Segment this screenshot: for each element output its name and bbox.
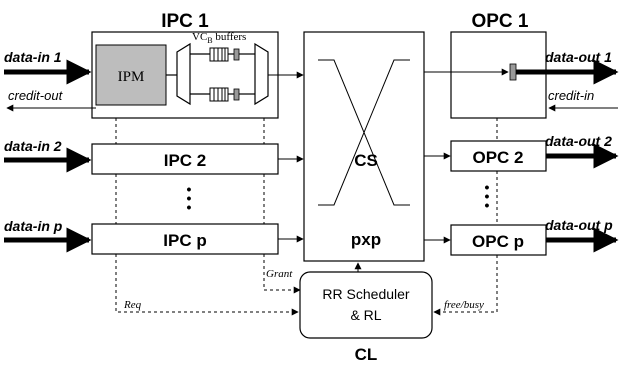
control-lines bbox=[115, 118, 498, 225]
scheduler-line1: RR Scheduler bbox=[322, 286, 409, 302]
data-out-p-label: data-out p bbox=[545, 217, 613, 233]
ipm-label: IPM bbox=[118, 69, 145, 85]
svg-text:•: • bbox=[187, 199, 192, 215]
free-busy-line bbox=[433, 255, 498, 316]
opc2-label: OPC 2 bbox=[472, 148, 523, 167]
crossbar-line-b bbox=[318, 59, 410, 206]
vc-buffers-label: VCB buffers bbox=[192, 31, 246, 45]
grant-label: Grant bbox=[266, 268, 293, 280]
data-in-p-label: data-in p bbox=[4, 218, 63, 234]
vc-buffer-bottom bbox=[190, 87, 255, 102]
svg-text:•: • bbox=[187, 181, 192, 197]
data-out-1-label: data-out 1 bbox=[545, 49, 612, 65]
opc-ellipsis: • • • bbox=[485, 179, 490, 213]
vc-buffer-top bbox=[190, 47, 255, 62]
scheduler-line2: & RL bbox=[350, 307, 381, 323]
svg-text:•: • bbox=[485, 188, 490, 204]
opcp-label: OPC p bbox=[472, 232, 524, 251]
crossbar-size: pxp bbox=[351, 230, 381, 249]
demux bbox=[176, 42, 191, 106]
opcp-box bbox=[450, 224, 547, 256]
credit-in-label: credit-in bbox=[548, 88, 594, 103]
req-label: Req bbox=[123, 299, 142, 311]
ipcp-label: IPC p bbox=[163, 231, 206, 250]
free-busy-label: free/busy bbox=[444, 299, 484, 311]
ipm-block bbox=[95, 44, 167, 106]
mux bbox=[254, 42, 269, 106]
data-out-2-label: data-out 2 bbox=[545, 133, 612, 149]
opc1-box bbox=[450, 31, 547, 119]
data-in-1-label: data-in 1 bbox=[4, 49, 62, 65]
scheduler-caption: CL bbox=[355, 345, 378, 364]
req-line bbox=[115, 254, 299, 316]
svg-text:•: • bbox=[485, 179, 490, 195]
grant-line bbox=[263, 254, 301, 294]
data-in-2-label: data-in 2 bbox=[4, 138, 62, 154]
opc1-title: OPC 1 bbox=[471, 11, 528, 32]
crossbar-name: CS bbox=[354, 151, 378, 170]
crossbar-box bbox=[303, 31, 425, 262]
ipc2-box bbox=[91, 143, 279, 175]
credit-out-label: credit-out bbox=[8, 88, 64, 103]
svg-text:•: • bbox=[485, 197, 490, 213]
ipc1-title: IPC 1 bbox=[161, 11, 209, 32]
svg-text:•: • bbox=[187, 190, 192, 206]
scheduler-box bbox=[299, 271, 433, 339]
opc2-box bbox=[450, 140, 547, 172]
ipc2-label: IPC 2 bbox=[164, 151, 207, 170]
ipc-ellipsis: • • • bbox=[187, 181, 192, 215]
opc1-buffer bbox=[509, 63, 517, 81]
